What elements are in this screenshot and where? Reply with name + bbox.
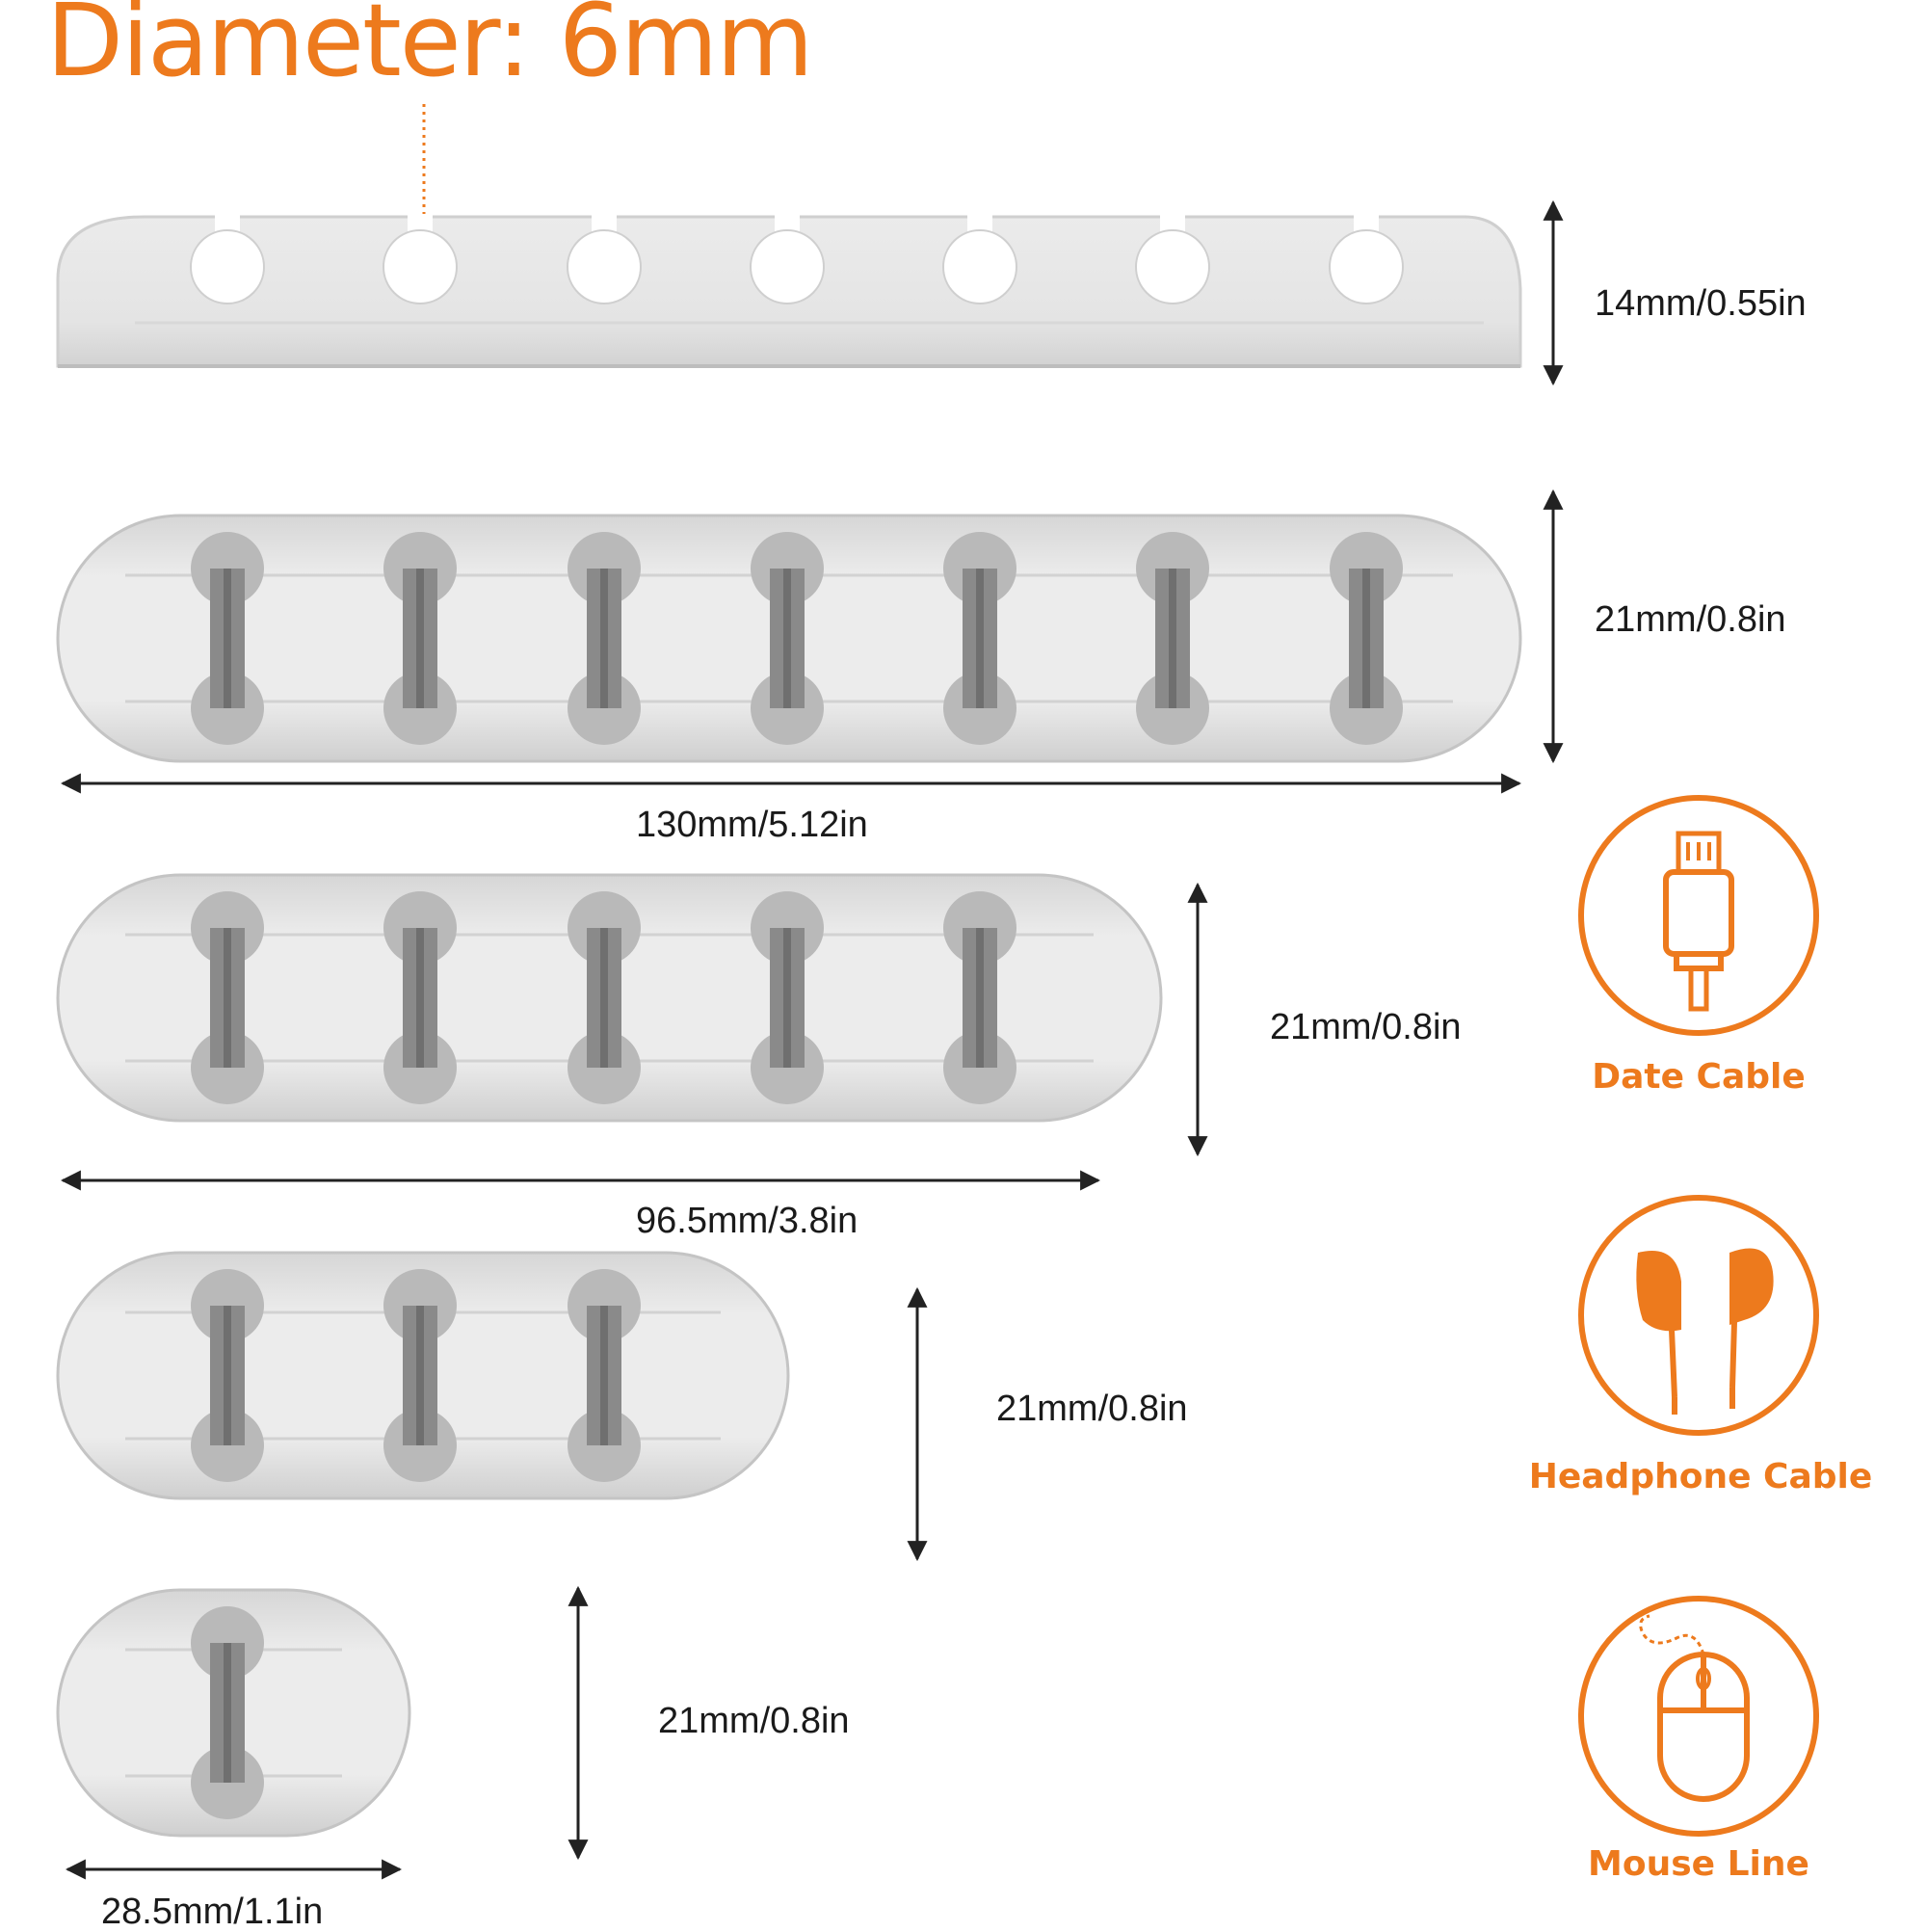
data-cable-icon (1578, 795, 1819, 1036)
top-height-label: 14mm/0.55in (1595, 283, 1807, 324)
cable-hole (567, 214, 642, 304)
cable-hole (1329, 214, 1404, 304)
cable-hole (383, 214, 458, 304)
mouse-icon (1578, 1596, 1819, 1837)
cable-slot (751, 532, 824, 745)
cable-organizer-3-slot (56, 1251, 790, 1500)
category-label-headphone-cable: Headphone Cable (1528, 1457, 1873, 1496)
cable-hole (750, 214, 825, 304)
headphone-icon (1578, 1195, 1819, 1436)
row7-height-label: 21mm/0.8in (1595, 599, 1786, 640)
row1-height-label: 21mm/0.8in (658, 1701, 850, 1741)
cable-slot (383, 891, 457, 1104)
cable-slot (191, 1606, 264, 1819)
category-label-mouse-line: Mouse Line (1588, 1844, 1809, 1884)
row5-height-label: 21mm/0.8in (1270, 1007, 1462, 1047)
cable-slot (751, 891, 824, 1104)
row7-length-label: 130mm/5.12in (636, 805, 868, 845)
cable-slot (191, 891, 264, 1104)
row3-height-label: 21mm/0.8in (996, 1389, 1188, 1429)
row1-length-label: 28.5mm/1.1in (101, 1892, 324, 1932)
cable-slot (191, 532, 264, 745)
cable-slot (1136, 532, 1209, 745)
cable-slot (568, 532, 641, 745)
cable-slot (191, 1269, 264, 1482)
cable-organizer-1-slot (56, 1588, 411, 1838)
cable-slot (383, 532, 457, 745)
cable-hole (942, 214, 1017, 304)
cable-slot (568, 1269, 641, 1482)
cable-slot (943, 891, 1016, 1104)
row5-length-label: 96.5mm/3.8in (636, 1201, 858, 1241)
category-label-data-cable: Date Cable (1592, 1057, 1806, 1097)
cable-hole (1135, 214, 1210, 304)
cable-slot (943, 532, 1016, 745)
cable-organizer-7-slot (56, 514, 1522, 763)
cable-slot (383, 1269, 457, 1482)
diameter-title: Diameter: 6mm (46, 0, 814, 99)
cable-organizer-5-slot (56, 873, 1163, 1123)
cable-hole (190, 214, 265, 304)
cable-organizer-top-view (56, 214, 1522, 368)
cable-slot (1330, 532, 1403, 745)
cable-slot (568, 891, 641, 1104)
